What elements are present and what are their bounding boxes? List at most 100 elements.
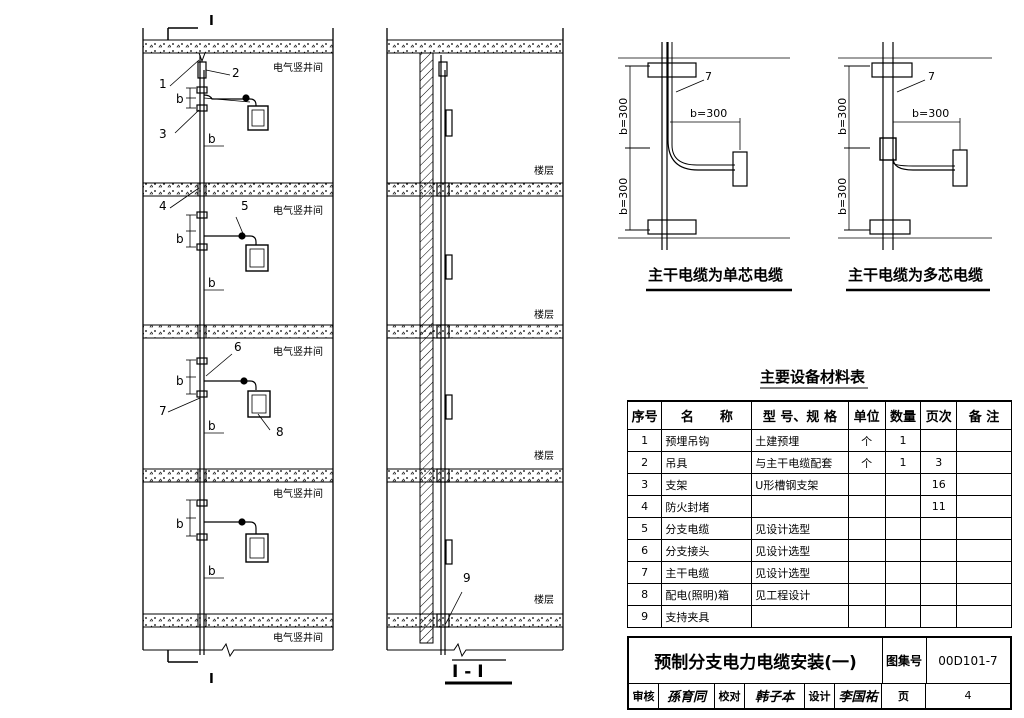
cell: 支架: [661, 473, 753, 496]
detail-dim-v: b=300: [617, 178, 630, 215]
cell: 个: [847, 429, 886, 452]
detail-dim-v: b=300: [836, 98, 849, 135]
cell: [847, 495, 886, 518]
col-header: 名 称: [661, 400, 753, 430]
floor-slab: [142, 39, 334, 628]
col-header: 单位: [847, 400, 886, 430]
hanger-clamp: [197, 61, 207, 79]
cell: [956, 429, 1012, 452]
cell: 防火封堵: [661, 495, 753, 518]
callout-1: 1: [159, 77, 167, 91]
cell: 11: [920, 495, 958, 518]
cell: 1: [884, 429, 922, 452]
cell: 见设计选型: [751, 539, 849, 562]
floor-label: 楼层: [534, 593, 554, 606]
distribution-box: [247, 105, 269, 131]
cell: [884, 539, 922, 562]
cell: 3: [626, 473, 663, 496]
cell: [884, 605, 922, 628]
drawing-title: 预制分支电力电缆安装(一): [629, 638, 883, 684]
cell: 2: [626, 451, 663, 474]
cell: [847, 517, 886, 540]
cell: [847, 473, 886, 496]
shaft-label: 电气竖井间: [273, 345, 323, 358]
detail-dim-h: b=300: [912, 107, 949, 120]
shaft-wall: [419, 52, 434, 644]
cell: [884, 495, 922, 518]
cell: [956, 539, 1012, 562]
cell: 6: [626, 539, 663, 562]
col-header: 型 号、规 格: [751, 400, 849, 430]
cell: 见设计选型: [751, 517, 849, 540]
hanging-hook: [198, 52, 206, 63]
dim-b: b: [176, 92, 184, 106]
floor-label: 楼层: [534, 164, 554, 177]
cell: [956, 605, 1012, 628]
shaft-label: 电气竖井间: [273, 61, 323, 74]
cell: 见设计选型: [751, 561, 849, 584]
left-elevation: [142, 27, 334, 663]
cell: [847, 561, 886, 584]
design-label: 设计: [805, 683, 835, 708]
cell: [920, 561, 958, 584]
review-label: 审核: [629, 683, 659, 708]
cell: 吊具: [661, 451, 753, 474]
check-signature: 韩子本: [745, 683, 805, 708]
cell: [884, 583, 922, 606]
cell: [884, 473, 922, 496]
detail-dim-v: b=300: [617, 98, 630, 135]
callout-3: 3: [159, 127, 167, 141]
design-signature: 李国祐: [835, 683, 882, 708]
cell: 16: [920, 473, 958, 496]
detail-dim-v: b=300: [836, 178, 849, 215]
cell: [751, 495, 849, 518]
dim-b: b: [208, 276, 216, 290]
check-label: 校对: [715, 683, 745, 708]
cell: [884, 561, 922, 584]
dim-b: b: [176, 517, 184, 531]
callout-7: 7: [159, 404, 167, 418]
table-header-row: 序号 名 称 型 号、规 格 单位 数量 页次 备 注: [626, 400, 1012, 430]
page-label: 页: [882, 683, 926, 708]
cell: [884, 517, 922, 540]
dim-b: b: [208, 564, 216, 578]
cell: [956, 451, 1012, 474]
distribution-box: [245, 533, 269, 563]
col-header: 序号: [626, 400, 663, 430]
detail-callout: 7: [705, 70, 712, 83]
detail-caption: 主干电缆为单芯电缆: [648, 266, 783, 284]
shaft-label: 电气竖井间: [273, 631, 323, 644]
cell: [847, 539, 886, 562]
cell: [920, 583, 958, 606]
dim-b: b: [208, 132, 216, 146]
cell: 1: [884, 451, 922, 474]
shaft-label: 电气竖井间: [273, 487, 323, 500]
branch-assembly: [196, 211, 269, 339]
callout-9: 9: [463, 571, 471, 585]
cell: [847, 583, 886, 606]
cell: 预埋吊钩: [661, 429, 753, 452]
cell: 支持夹具: [661, 605, 753, 628]
cell: 配电(照明)箱: [661, 583, 753, 606]
materials-table-title: 主要设备材料表: [760, 368, 866, 386]
floor-slab: [386, 39, 564, 628]
cell: [920, 517, 958, 540]
section-mark-top: I: [209, 14, 214, 29]
branch-assemblies: [167, 59, 271, 628]
cell: 5: [626, 517, 663, 540]
cell: [751, 605, 849, 628]
cell: [847, 605, 886, 628]
cell: [956, 583, 1012, 606]
cell: U形槽钢支架: [751, 473, 849, 496]
cell: [920, 539, 958, 562]
dim-b: b: [176, 374, 184, 388]
callout-5: 5: [241, 199, 249, 213]
cell: 土建预埋: [751, 429, 849, 452]
atlas-label: 图集号: [882, 638, 927, 684]
distribution-box: [245, 244, 269, 272]
